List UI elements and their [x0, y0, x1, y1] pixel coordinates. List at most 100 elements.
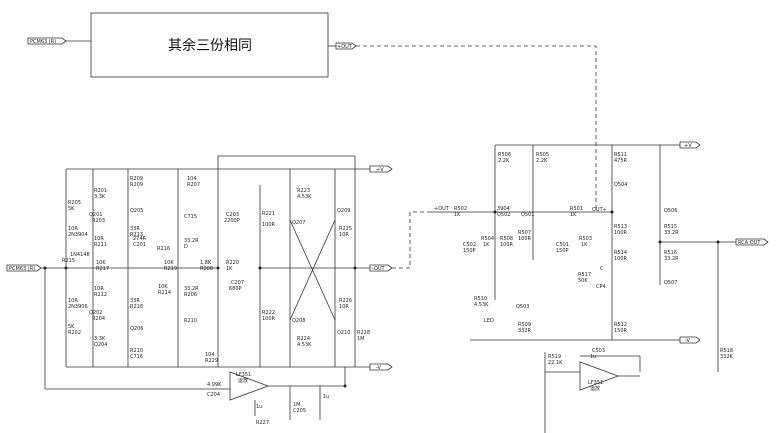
svg-text:C716: C716 — [130, 354, 143, 360]
svg-text:R226: R226 — [339, 298, 352, 304]
rail-pos-label: +V — [376, 167, 384, 173]
svg-text:Q206: Q206 — [130, 326, 143, 332]
svg-text:Q501: Q501 — [521, 212, 534, 218]
svg-text:C205: C205 — [293, 408, 306, 414]
svg-text:R204: R204 — [92, 316, 105, 322]
svg-text:2N3906: 2N3906 — [68, 304, 88, 310]
input-stage: PCM63 (R) LF351 运放 R205 5K R201 3.3K R20… — [6, 155, 370, 426]
svg-text:2200P: 2200P — [224, 218, 240, 224]
svg-text:C501: C501 — [556, 242, 569, 248]
svg-text:C207: C207 — [231, 280, 244, 286]
svg-text:2N3904: 2N3904 — [68, 232, 88, 238]
svg-text:R209: R209 — [130, 182, 143, 188]
svg-text:R227: R227 — [256, 420, 269, 426]
svg-text:332R: 332R — [518, 328, 532, 334]
svg-text:4.53K: 4.53K — [474, 302, 489, 308]
svg-text:10R: 10R — [68, 298, 78, 304]
svg-text:Q506: Q506 — [664, 208, 677, 214]
svg-text:3904: 3904 — [497, 206, 510, 212]
svg-text:100R: 100R — [262, 222, 276, 228]
opamp2-sub: 运放 — [590, 385, 600, 392]
svg-text:Q208: Q208 — [292, 318, 305, 324]
svg-text:R229: R229 — [205, 358, 218, 364]
svg-text:10R: 10R — [339, 304, 349, 310]
svg-text:R228: R228 — [357, 330, 370, 336]
svg-text:CP4: CP4 — [596, 284, 606, 290]
svg-text:10R: 10R — [339, 232, 349, 238]
svg-text:R209: R209 — [130, 176, 143, 182]
svg-text:22.1K: 22.1K — [548, 360, 563, 366]
svg-text:D: D — [184, 244, 188, 250]
svg-text:R223: R223 — [297, 188, 310, 194]
svg-text:R208: R208 — [200, 266, 213, 272]
output-stage-labels: C203 2200P R221 100R R220 1K C207 680P R… — [224, 188, 370, 348]
svg-text:R504: R504 — [481, 236, 494, 242]
svg-text:10K: 10K — [158, 284, 168, 290]
svg-text:R202: R202 — [68, 330, 81, 336]
svg-text:R222: R222 — [262, 310, 275, 316]
svg-text:Q507: Q507 — [664, 280, 677, 286]
svg-text:1M: 1M — [293, 402, 301, 408]
svg-text:R214: R214 — [158, 290, 171, 296]
rca-out-label: RCA OUT — [738, 240, 761, 246]
svg-text:R518: R518 — [720, 348, 733, 354]
svg-text:R503: R503 — [579, 236, 592, 242]
svg-text:R219: R219 — [164, 266, 177, 272]
svg-text:33.2R: 33.2R — [184, 286, 199, 292]
svg-text:Q205: Q205 — [130, 208, 143, 214]
svg-text:Q209: Q209 — [337, 208, 350, 214]
svg-text:R510: R510 — [474, 296, 487, 302]
buffer-stage: LF351 运放 +V -V +OUT OUT+ RCA OUT R506 2.… — [430, 141, 769, 433]
svg-text:C204: C204 — [207, 392, 220, 398]
svg-text:33.2R: 33.2R — [664, 230, 679, 236]
svg-text:R508: R508 — [500, 236, 513, 242]
junction-dots — [43, 210, 720, 388]
svg-text:R516: R516 — [664, 250, 677, 256]
svg-text:R211: R211 — [94, 242, 107, 248]
svg-text:1.8K: 1.8K — [200, 260, 212, 266]
svg-text:1N4148: 1N4148 — [70, 252, 90, 258]
svg-text:5K: 5K — [68, 324, 75, 330]
svg-text:10R: 10R — [94, 286, 104, 292]
svg-text:Q210: Q210 — [337, 330, 350, 336]
svg-text:R514: R514 — [614, 250, 627, 256]
svg-text:R225: R225 — [339, 226, 352, 232]
svg-text:5K: 5K — [68, 206, 75, 212]
input-stage-labels: R205 5K R201 3.3K R209 R209 Q205 C715 10… — [62, 176, 329, 426]
svg-text:R213: R213 — [130, 232, 143, 238]
svg-text:100R: 100R — [614, 256, 628, 262]
buffer-input-label: +OUT — [434, 206, 450, 212]
svg-text:R203: R203 — [92, 218, 105, 224]
svg-text:150R: 150R — [614, 328, 628, 334]
svg-text:2.2K: 2.2K — [498, 158, 510, 164]
svg-text:33R: 33R — [130, 226, 140, 232]
svg-text:C203: C203 — [226, 212, 239, 218]
svg-text:R501: R501 — [570, 206, 583, 212]
buffer-outplus-label: OUT+ — [592, 207, 607, 213]
svg-text:4.53K: 4.53K — [297, 342, 312, 348]
svg-text:R217: R217 — [96, 266, 109, 272]
svg-text:3.3K: 3.3K — [94, 194, 106, 200]
svg-text:100R: 100R — [262, 316, 276, 322]
svg-text:R210: R210 — [130, 348, 143, 354]
svg-text:10K: 10K — [164, 260, 174, 266]
rail-out-label: -OUT — [372, 266, 386, 272]
svg-text:R218: R218 — [130, 304, 143, 310]
block-output-label: +OUT — [337, 44, 353, 50]
svg-text:33.2R: 33.2R — [664, 256, 679, 262]
svg-text:100R: 100R — [518, 236, 532, 242]
svg-text:C715: C715 — [184, 214, 197, 220]
svg-text:4.53K: 4.53K — [297, 194, 312, 200]
svg-text:R515: R515 — [664, 224, 677, 230]
svg-text:10K: 10K — [96, 260, 106, 266]
svg-text:R512: R512 — [614, 322, 627, 328]
input-pcm-label: PCM63 (R) — [9, 266, 35, 272]
svg-text:Q504: Q504 — [614, 182, 627, 188]
svg-text:C201: C201 — [133, 242, 146, 248]
svg-text:33R: 33R — [130, 298, 140, 304]
opamp1-ref: LF351 — [236, 372, 251, 378]
svg-text:R215: R215 — [62, 258, 75, 264]
svg-text:R517: R517 — [578, 272, 591, 278]
svg-text:Q204: Q204 — [94, 342, 107, 348]
